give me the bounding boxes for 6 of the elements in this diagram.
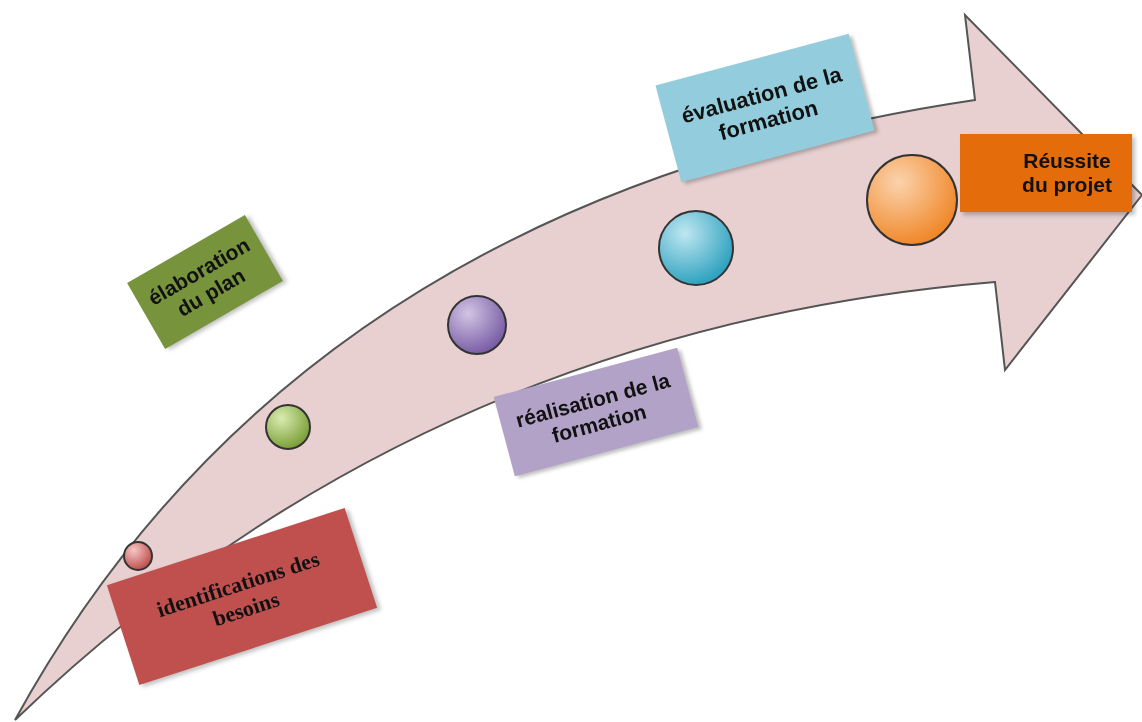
- milestone-dot: [866, 154, 958, 246]
- step-label-box: [960, 134, 1132, 212]
- milestone-dot: [447, 295, 507, 355]
- milestone-dot: [265, 404, 311, 450]
- step-label: Réussite du projet: [1021, 149, 1113, 197]
- milestone-dot: [658, 210, 734, 286]
